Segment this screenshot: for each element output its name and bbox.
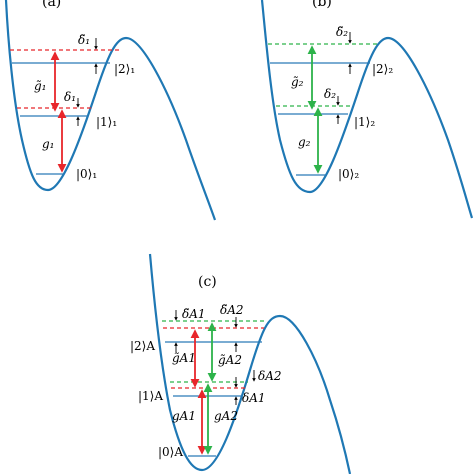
panel-a-potential-well [4, 0, 217, 221]
panel-a-title: (a) [42, 0, 61, 10]
panel-b-title: (b) [312, 0, 332, 10]
panel-c-g-a1-tilde-label: g̃A1 [172, 351, 196, 365]
panel-c: (c) δ̃A1 δ̃A2 g̃A1 g̃A2 δA2 δA1 gA1 gA2 … [130, 253, 352, 474]
panel-c-g-a2-tilde-label: g̃A2 [218, 353, 242, 367]
panel-c-ket-1: |1⟩A [138, 389, 163, 403]
panel-c-title: (c) [198, 274, 217, 290]
panel-c-ket-2: |2⟩A [130, 339, 155, 353]
panel-c-delta-a1-label: δA1 [242, 391, 266, 405]
panel-a-g-label: g₁ [42, 137, 55, 151]
panel-b-delta-mid-label: δ₂ [324, 87, 336, 101]
panel-a-ket-2: |2⟩₁ [114, 62, 135, 76]
panel-b: (b) δ̃₂ g̃₂ δ₂ g₂ |2⟩₂ |1⟩₂ |0⟩₂ [260, 0, 474, 219]
panel-c-delta-a2-tilde-label: δ̃A2 [220, 303, 244, 317]
panel-b-ket-0: |0⟩₂ [338, 167, 359, 181]
panel-c-g-a1-label: gA1 [172, 409, 196, 423]
panel-c-delta-a2-label: δA2 [258, 369, 282, 383]
panel-a-g-tilde-label: g̃₁ [34, 79, 47, 93]
panel-c-ket-0: |0⟩A [158, 445, 183, 459]
panel-a-delta-mid-label: δ₁ [64, 90, 76, 104]
panel-b-delta-top-label: δ̃₂ [336, 25, 348, 39]
panel-b-ket-1: |1⟩₂ [354, 115, 375, 129]
panel-a-ket-1: |1⟩₁ [96, 115, 117, 129]
panel-b-g-tilde-label: g̃₂ [291, 75, 304, 89]
panel-b-g-label: g₂ [298, 135, 311, 149]
panel-c-potential-well [148, 253, 352, 474]
panel-a-ket-0: |0⟩₁ [76, 167, 97, 181]
panel-a: (a) δ̃₁ g̃₁ δ₁ g₁ |2⟩₁ |1⟩₁ |0⟩₁ [4, 0, 217, 221]
panel-b-ket-2: |2⟩₂ [372, 62, 393, 76]
panel-b-potential-well [260, 0, 474, 219]
panel-c-g-a2-label: gA2 [214, 409, 238, 423]
panel-c-delta-a1-tilde-label: δ̃A1 [182, 307, 206, 321]
panel-a-delta-top-label: δ̃₁ [78, 33, 90, 47]
